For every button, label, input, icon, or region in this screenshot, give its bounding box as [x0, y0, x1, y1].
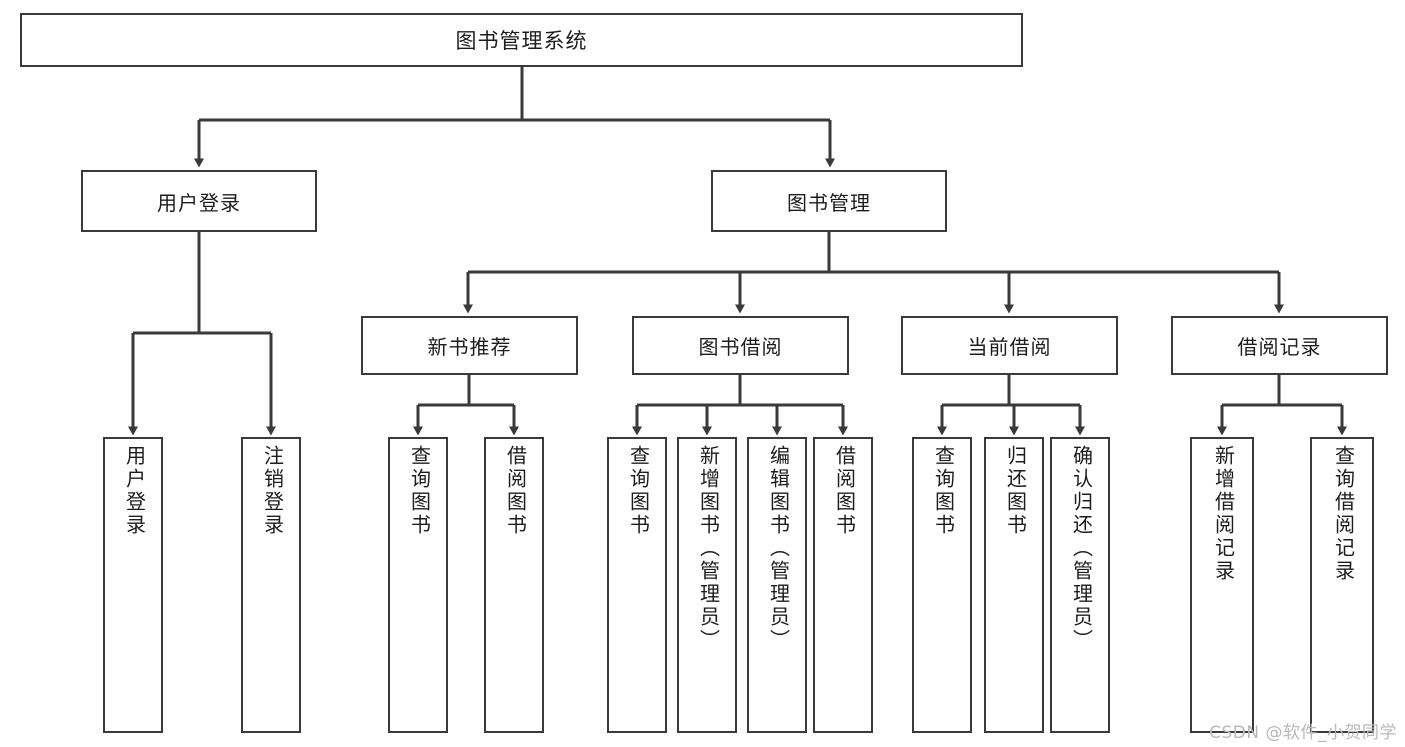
node-label: 新增图书（管理员） — [696, 445, 719, 652]
node-book-borrow[interactable]: 图书借阅 — [632, 316, 849, 375]
leaf-edit-book-admin[interactable]: 编辑图书（管理员） — [747, 437, 807, 733]
node-label: 编辑图书（管理员） — [766, 445, 789, 652]
node-label: 查询图书 — [407, 445, 430, 537]
leaf-query-book-borrow[interactable]: 查询图书 — [607, 437, 667, 733]
edges-borrow-record-to-leaves — [1217, 375, 1347, 436]
watermark-text: CSDN @软件_小贺同学 — [1209, 723, 1397, 743]
node-label: 图书管理 — [787, 192, 871, 215]
node-label: 借阅图书 — [832, 445, 855, 537]
node-label: 新增借阅记录 — [1211, 445, 1234, 583]
node-new-book-recommend[interactable]: 新书推荐 — [361, 316, 578, 375]
node-label: 用户登录 — [157, 192, 241, 215]
node-label: 查询图书 — [626, 445, 649, 537]
leaf-logout-login[interactable]: 注销登录 — [241, 437, 301, 733]
leaf-user-login[interactable]: 用户登录 — [103, 437, 163, 733]
node-label: 查询图书 — [931, 445, 954, 537]
node-current-borrow[interactable]: 当前借阅 — [901, 316, 1118, 375]
node-label: 新书推荐 — [427, 337, 512, 359]
node-borrow-record[interactable]: 借阅记录 — [1171, 316, 1388, 375]
leaf-add-book-admin[interactable]: 新增图书（管理员） — [677, 437, 737, 733]
leaf-confirm-return-admin[interactable]: 确认归还（管理员） — [1050, 437, 1110, 733]
node-label: 查询借阅记录 — [1331, 445, 1354, 583]
node-label: 图书借阅 — [698, 337, 783, 359]
node-root-system[interactable]: 图书管理系统 — [20, 13, 1023, 67]
leaf-return-book[interactable]: 归还图书 — [984, 437, 1044, 733]
node-label: 当前借阅 — [967, 337, 1052, 359]
edges-root-to-level1 — [194, 67, 835, 168]
node-label: 图书管理系统 — [455, 30, 588, 53]
edges-current-borrow-to-leaves — [937, 375, 1085, 436]
edges-book-mgmt-to-level2 — [463, 232, 1284, 314]
node-label: 借阅记录 — [1237, 337, 1322, 359]
edges-borrow-book-to-leaves — [632, 375, 848, 436]
leaf-query-book-current[interactable]: 查询图书 — [912, 437, 972, 733]
node-label: 确认归还（管理员） — [1069, 445, 1092, 652]
node-label: 借阅图书 — [503, 445, 526, 537]
leaf-borrow-book[interactable]: 借阅图书 — [813, 437, 873, 733]
leaf-add-borrow-record[interactable]: 新增借阅记录 — [1190, 437, 1254, 733]
node-label: 注销登录 — [260, 445, 283, 537]
edges-new-book-to-leaves — [413, 375, 519, 436]
node-label: 用户登录 — [122, 445, 145, 537]
leaf-query-book-recommend[interactable]: 查询图书 — [388, 437, 448, 733]
leaf-borrow-book-recommend[interactable]: 借阅图书 — [484, 437, 544, 733]
node-label: 归还图书 — [1003, 445, 1026, 537]
leaf-query-borrow-record[interactable]: 查询借阅记录 — [1310, 437, 1374, 733]
node-user-login[interactable]: 用户登录 — [81, 170, 317, 232]
node-book-management[interactable]: 图书管理 — [711, 170, 947, 232]
edges-user-login-to-leaves — [128, 232, 276, 436]
